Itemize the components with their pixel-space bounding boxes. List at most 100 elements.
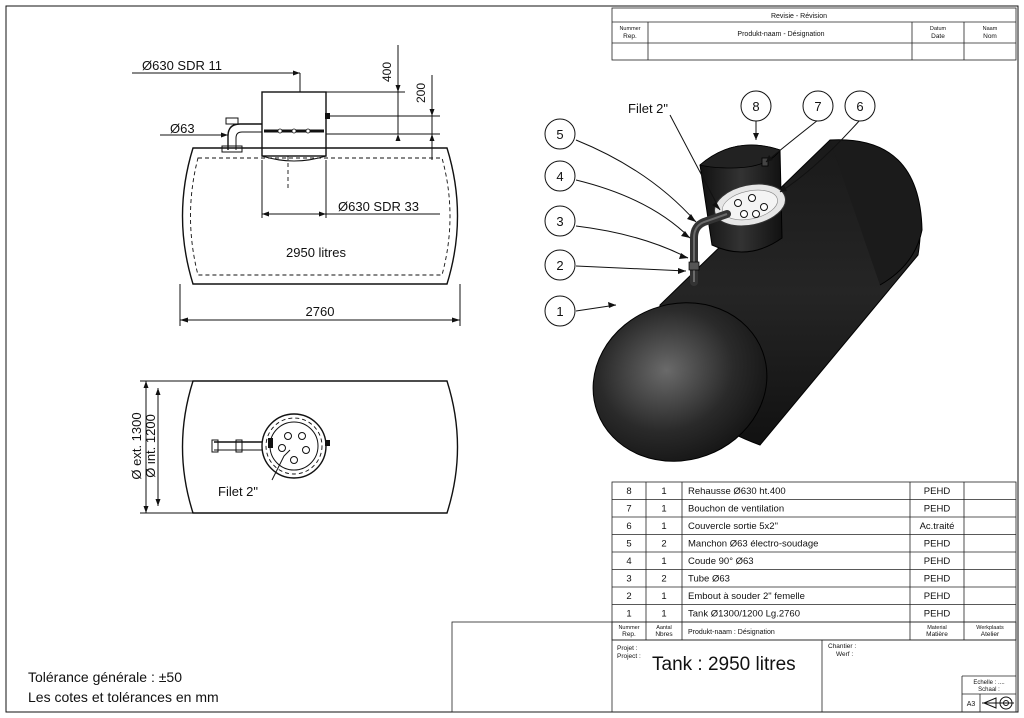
bom-row: 6 1 Couvercle sortie 5x2" Ac.traité — [612, 516, 1016, 532]
bom-material: PEHD — [924, 609, 951, 620]
svg-text:3: 3 — [556, 214, 563, 229]
bom-row: 4 1 Coude 90° Ø63 PEHD — [612, 551, 1016, 567]
bom-material: PEHD — [924, 504, 951, 515]
revision-col-date-1: Datum — [930, 26, 947, 32]
bom-rep: 1 — [626, 609, 631, 620]
bom-designation: Coude 90° Ø63 — [688, 556, 754, 567]
iso-filet-label: Filet 2" — [628, 101, 668, 116]
callout-4: 4 — [544, 160, 576, 192]
title-block: Projet : Project : Tank : 2950 litres Ch… — [451, 621, 1017, 713]
bom-designation: Couvercle sortie 5x2" — [688, 521, 778, 532]
revision-col-num-2: Rep. — [623, 33, 637, 40]
format-label: A3 — [967, 701, 976, 708]
bom-head-qty-2: Nbres — [655, 631, 673, 638]
dim-sdr33: Ø630 SDR 33 — [338, 199, 419, 214]
side-vent-plug — [325, 113, 330, 119]
bom-head-shop-1: Werkplaats — [976, 625, 1004, 631]
bom-head-mat-2: Matière — [926, 631, 948, 638]
dim-ext: Ø ext. 1300 — [129, 412, 144, 479]
bom-row: 7 1 Bouchon de ventilation PEHD — [612, 499, 1016, 515]
callout-7: 7 — [802, 90, 834, 122]
dim-pipe-sdr11: Ø630 SDR 11 — [142, 58, 222, 73]
side-elbow-pipe — [227, 123, 262, 150]
bom-row: 5 2 Manchon Ø63 électro-soudage PEHD — [612, 534, 1016, 550]
bom-designation: Tube Ø63 — [688, 574, 730, 585]
bom-qty: 1 — [661, 521, 666, 532]
bom-qty: 1 — [661, 504, 666, 515]
bom-designation: Rehausse Ø630 ht.400 — [688, 486, 786, 497]
bom-rep: 4 — [626, 556, 631, 567]
callout-5: 5 — [544, 118, 576, 150]
bom-head-mat-1: Material — [927, 625, 947, 631]
dim-63: Ø63 — [170, 121, 195, 136]
top-filet-label: Filet 2" — [218, 484, 258, 499]
bom-qty: 1 — [661, 486, 666, 497]
revision-table: Revisie - Révision Nummer Rep. Produkt-n… — [611, 7, 1017, 61]
bom-material: PEHD — [924, 539, 951, 550]
chantier-label-1: Chantier : — [828, 643, 856, 650]
dim-200: 200 — [414, 83, 428, 103]
callout-6: 6 — [844, 90, 876, 122]
dim-int: Ø int. 1200 — [143, 414, 158, 478]
callout-1: 1 — [544, 295, 576, 327]
side-capacity: 2950 litres — [286, 245, 346, 260]
revision-title: Revisie - Révision — [771, 13, 827, 20]
bom-head-name: Produkt-naam : Désignation — [688, 629, 775, 636]
drawing-title: Tank : 2950 litres — [652, 654, 796, 675]
projet-label-1: Projet : — [617, 645, 638, 652]
svg-text:2: 2 — [556, 258, 563, 273]
revision-col-nom-1: Naam — [983, 26, 998, 32]
side-tank-outline — [181, 147, 459, 285]
callout-8: 8 — [740, 90, 772, 122]
bom-rep: 7 — [626, 504, 631, 515]
side-riser — [261, 91, 327, 157]
bom-qty: 1 — [661, 591, 666, 602]
svg-text:4: 4 — [556, 169, 563, 184]
units-note: Les cotes et tolérances en mm — [28, 689, 219, 705]
projection-symbol-icon — [982, 696, 1014, 710]
callout-2: 2 — [544, 249, 576, 281]
bom-rep: 8 — [626, 486, 631, 497]
echelle-label-2: Schaal : — [978, 687, 1000, 693]
bom-qty: 1 — [661, 609, 666, 620]
bom-material: PEHD — [924, 591, 951, 602]
iso-tank-cap — [592, 302, 768, 462]
bom-material: PEHD — [924, 574, 951, 585]
bom-designation: Manchon Ø63 électro-soudage — [688, 539, 818, 550]
side-view: Ø630 SDR 11 400 200 Ø63 Ø630 SDR 33 2950… — [132, 45, 461, 326]
bom-qty: 1 — [661, 556, 666, 567]
bom-head-shop-2: Atelier — [981, 631, 1000, 638]
svg-text:7: 7 — [814, 99, 821, 114]
svg-text:1: 1 — [556, 304, 563, 319]
revision-col-nom-2: Nom — [983, 33, 997, 40]
revision-col-name: Produkt-naam - Désignation — [737, 31, 824, 38]
callout-3: 3 — [544, 205, 576, 237]
svg-text:6: 6 — [856, 99, 863, 114]
revision-col-num-1: Nummer — [619, 26, 640, 32]
bom-designation: Bouchon de ventilation — [688, 504, 784, 515]
tolerance-note: Tolérance générale : ±50 — [28, 669, 182, 685]
bom-qty: 2 — [661, 574, 666, 585]
bom-rep: 2 — [626, 591, 631, 602]
bom-material: PEHD — [924, 486, 951, 497]
bom-rep: 3 — [626, 574, 631, 585]
bom-material: Ac.traité — [920, 521, 955, 532]
bom-head-num-1: Nummer — [618, 625, 639, 631]
echelle-label-1: Echelle : .... — [973, 680, 1005, 686]
dim-length: 2760 — [306, 304, 335, 319]
bom-qty: 2 — [661, 539, 666, 550]
general-notes: Tolérance générale : ±50 Les cotes et to… — [28, 669, 219, 705]
bom-rep: 5 — [626, 539, 631, 550]
revision-col-date-2: Date — [931, 33, 945, 40]
bom-row: 3 2 Tube Ø63 PEHD — [612, 569, 1016, 585]
bom-designation: Embout à souder 2" femelle — [688, 591, 805, 602]
dim-400: 400 — [380, 62, 394, 82]
top-tank-outline — [181, 380, 459, 514]
bom-rep: 6 — [626, 521, 631, 532]
svg-text:8: 8 — [752, 99, 759, 114]
chantier-label-2: Werf : — [836, 651, 853, 658]
iso-view: Filet 2" 1 2 3 4 5 8 7 6 — [544, 90, 923, 462]
bom-material: PEHD — [924, 556, 951, 567]
svg-text:5: 5 — [556, 127, 563, 142]
